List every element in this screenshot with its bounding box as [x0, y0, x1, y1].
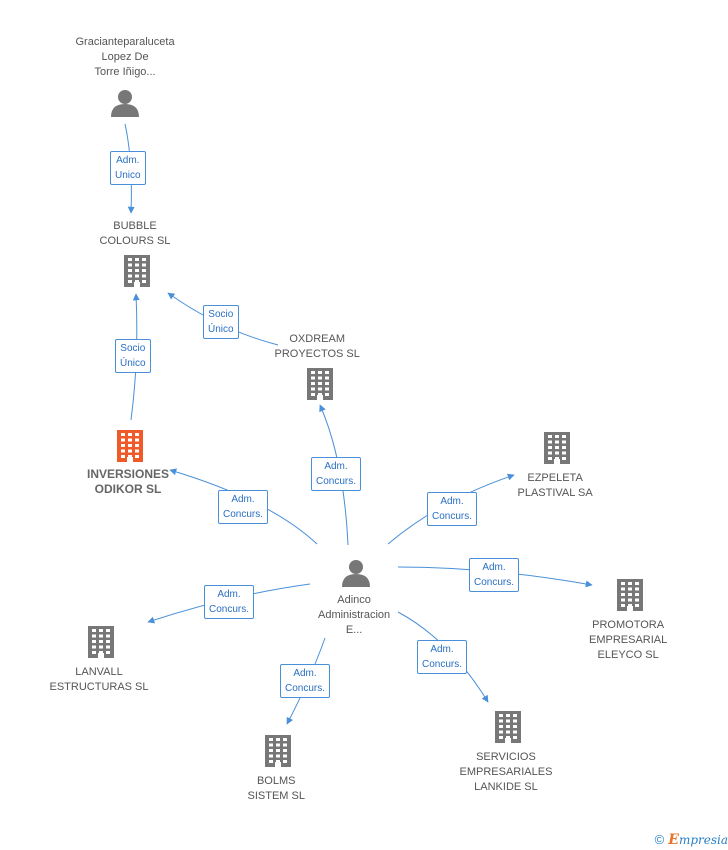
node-label-lanvall[interactable]: LANVALL ESTRUCTURAS SL [50, 665, 149, 695]
edge-label-adinco-to-bolms[interactable]: Adm. Concurs. [280, 664, 331, 698]
edge-label-adinco-to-lanvall[interactable]: Adm. Concurs. [204, 585, 255, 619]
node-label-bolms[interactable]: BOLMS SISTEM SL [248, 774, 305, 804]
edge-label-line: Único [208, 324, 234, 335]
edge-label-adinco-to-ezpeleta[interactable]: Adm. Concurs. [427, 492, 478, 526]
node-label-promotora[interactable]: PROMOTORA EMPRESARIAL ELEYCO SL [589, 618, 667, 663]
building-icon-promotora[interactable] [617, 579, 643, 611]
edge-label-graciante-to-bubble[interactable]: Adm. Unico [110, 151, 146, 185]
brand-logo: Empresia [668, 832, 728, 848]
footer-brand[interactable]: ©Empresia [655, 832, 728, 848]
node-label-line: Adinco [337, 594, 371, 606]
copyright-symbol: © [654, 832, 665, 847]
node-label-line: E... [345, 624, 363, 636]
edge-label-line: Unico [115, 170, 141, 181]
node-label-line: ESTRUCTURAS SL [49, 681, 149, 693]
building-icon-ezpeleta[interactable] [544, 432, 570, 464]
node-label-line: PLASTIVAL SA [517, 487, 593, 499]
node-label-line: Administracion [318, 609, 391, 621]
edge-label-line: Concurs. [209, 604, 250, 615]
building-icon-bubble[interactable] [124, 255, 150, 287]
edge-label-line: Concurs. [285, 683, 326, 694]
node-label-line: INVERSIONES [87, 467, 170, 481]
building-icon-oxdream[interactable] [307, 368, 333, 400]
edge-label-line: Adm. [231, 494, 255, 505]
edge-label-adinco-to-servicios[interactable]: Adm. Concurs. [417, 640, 468, 674]
edge-label-line: Socio [208, 309, 234, 320]
edge-label-adinco-to-promotora[interactable]: Adm. Concurs. [469, 558, 520, 592]
edge-label-line: Adm. [430, 644, 454, 655]
edge-label-line: Adm. [293, 668, 317, 679]
node-label-line: EMPRESARIALES [459, 766, 553, 778]
edge-label-line: Concurs. [223, 509, 264, 520]
node-label-line: SISTEM SL [247, 790, 305, 802]
node-label-line: OXDREAM [289, 333, 345, 345]
node-label-line: Lopez De [101, 51, 149, 63]
building-icon-servicios[interactable] [495, 711, 521, 743]
building-icon-bolms[interactable] [265, 735, 291, 767]
edge-label-adinco-to-oxdream[interactable]: Adm. Concurs. [311, 457, 362, 491]
edge-label-line: Concurs. [432, 511, 473, 522]
edge-label-line: Adm. [482, 562, 506, 573]
edge-label-line: Socio [120, 343, 146, 354]
edge-label-line: Único [120, 358, 146, 369]
node-label-line: LANVALL [75, 666, 123, 678]
brand-initial: E [668, 832, 679, 848]
node-label-line: Gracianteparaluceta [75, 36, 175, 48]
node-label-oxdream[interactable]: OXDREAM PROYECTOS SL [275, 332, 360, 362]
brand-rest: mpresia [678, 833, 728, 847]
node-label-bubble[interactable]: BUBBLE COLOURS SL [100, 219, 171, 249]
node-label-line: PROYECTOS SL [274, 348, 360, 360]
person-icon-adinco[interactable] [342, 560, 370, 587]
person-icon-graciante[interactable] [111, 90, 139, 117]
node-label-line: PROMOTORA [592, 619, 665, 631]
node-label-line: ELEYCO SL [597, 649, 659, 661]
node-label-servicios[interactable]: SERVICIOS EMPRESARIALES LANKIDE SL [460, 750, 553, 795]
edge-label-line: Adm. [324, 461, 348, 472]
node-label-line: ODIKOR SL [94, 482, 162, 496]
node-label-line: LANKIDE SL [474, 781, 538, 793]
node-label-line: BUBBLE [113, 220, 157, 232]
node-label-ezpeleta[interactable]: EZPELETA PLASTIVAL SA [518, 471, 593, 501]
edge-label-line: Concurs. [422, 659, 463, 670]
building-icon-lanvall[interactable] [88, 626, 114, 658]
node-label-line: SERVICIOS [476, 751, 536, 763]
node-label-line: COLOURS SL [99, 235, 171, 247]
edge-label-line: Concurs. [316, 476, 357, 487]
node-label-line: EMPRESARIAL [589, 634, 668, 646]
building-icon-inversiones[interactable] [117, 430, 143, 462]
edge-label-line: Adm. [116, 155, 140, 166]
edge-label-line: Adm. [440, 496, 464, 507]
edge-label-adinco-to-inversiones[interactable]: Adm. Concurs. [218, 490, 269, 524]
node-label-line: BOLMS [256, 775, 296, 787]
edge-label-line: Adm. [217, 589, 241, 600]
node-label-line: EZPELETA [527, 472, 583, 484]
node-label-line: Torre Iñigo... [94, 66, 156, 78]
edge-label-line: Concurs. [474, 577, 515, 588]
